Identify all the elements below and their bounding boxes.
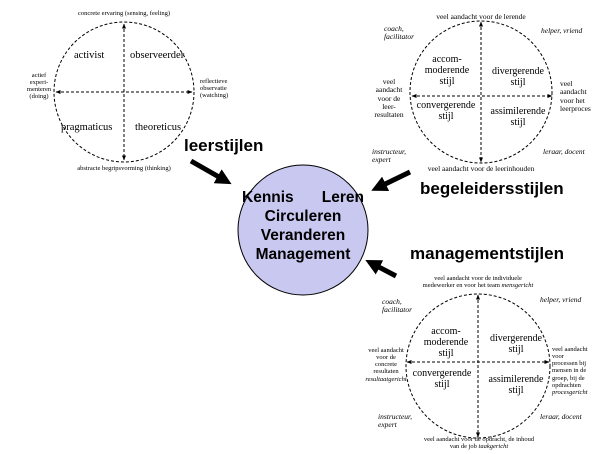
- management-bottom-emphasis: taakgericht: [478, 443, 509, 451]
- management-right-text: veel aandacht voor processen bij mensen …: [552, 346, 588, 389]
- coaching-styles-diagram: [409, 20, 553, 164]
- center-circle: [237, 164, 369, 296]
- management-corner-helper: helper, vriend: [540, 295, 582, 304]
- management-quadrant-diverging: divergerende stijl: [489, 333, 542, 355]
- management-corner-instructor: instructeur, expert: [378, 412, 412, 430]
- coaching-corner-teacher: leraar, docent: [543, 147, 585, 156]
- management-circle: [405, 293, 551, 439]
- management-bottom-label: veel aandacht voor de opdracht, de inhou…: [408, 436, 550, 450]
- learning-quadrant-observer: observeerder: [130, 50, 185, 61]
- caption-coaching-styles: begeleidersstijlen: [420, 179, 564, 198]
- coaching-quadrant-assimilating: assimilerende stijl: [490, 106, 546, 128]
- arrow-coaching-to-center: [371, 169, 412, 192]
- management-corner-teacher: leraar, docent: [540, 412, 582, 421]
- management-quadrant-assimilating: assimilerende stijl: [488, 374, 544, 396]
- coaching-left-label: veel aandacht voor de leer- resultaten: [374, 77, 404, 119]
- management-quadrant-accommodating: accom- moderende stijl: [423, 326, 469, 359]
- center-word-circuleren: Circuleren: [264, 208, 342, 225]
- coaching-right-label: veel aandacht voor het leerproces: [560, 79, 591, 113]
- management-left-label: veel aandacht voor de concrete resultate…: [364, 347, 408, 383]
- coaching-corner-coach: coach, facilitator: [384, 24, 414, 42]
- management-quadrant-converging: convergerende stijl: [412, 368, 472, 390]
- learning-quadrant-theorist: theoreticus: [135, 122, 182, 133]
- coaching-top-label: veel aandacht voor de lerende: [436, 12, 526, 21]
- management-top-label: veel aandacht voor de individuele medewe…: [410, 275, 546, 289]
- arrow-management-to-center: [365, 260, 398, 279]
- caption-learning-styles: leerstijlen: [184, 136, 264, 155]
- management-styles-diagram: [405, 293, 551, 439]
- coaching-quadrant-converging: convergerende stijl: [416, 100, 476, 122]
- center-word-kennis: Kennis: [242, 189, 294, 206]
- learning-left-label: actief experi- menteren (doing): [26, 72, 52, 101]
- management-left-text: veel aandacht voor de concrete resultate…: [368, 347, 404, 376]
- learning-quadrant-activist: activist: [74, 50, 105, 61]
- management-top-text: veel aandacht voor de individuele medewe…: [422, 275, 522, 290]
- coaching-corner-helper: helper, vriend: [541, 26, 583, 35]
- management-left-emphasis: resultaatgericht: [365, 375, 407, 383]
- learning-circle: [53, 21, 195, 163]
- learning-quadrant-pragmatist: pragmaticus: [61, 122, 113, 133]
- coaching-quadrant-accommodating: accom- moderende stijl: [424, 54, 470, 87]
- management-right-emphasis: procesgericht: [552, 388, 588, 396]
- coaching-corner-instructor: instructeur, expert: [372, 147, 406, 165]
- learning-styles-diagram: [53, 21, 195, 163]
- coaching-quadrant-diverging: divergerende stijl: [491, 66, 544, 88]
- caption-management-styles: managementstijlen: [410, 244, 564, 263]
- management-corner-coach: coach, facilitator: [382, 297, 412, 315]
- center-text: Kennis Leren Circuleren Veranderen Manag…: [238, 188, 368, 264]
- learning-top-label: concrete ervaring (sensing, feeling): [77, 10, 171, 17]
- learning-bottom-label: abstracte begripsvorming (thinking): [77, 165, 171, 172]
- management-top-emphasis: mensgericht: [501, 282, 534, 290]
- center-word-management: Management: [255, 246, 351, 263]
- coaching-circle: [409, 20, 553, 164]
- management-right-label: veel aandacht voor processen bij mensen …: [552, 346, 588, 396]
- arrow-learning-to-center: [189, 158, 232, 185]
- coaching-bottom-label: veel aandacht voor de leerinhouden: [427, 164, 535, 173]
- center-word-veranderen: Veranderen: [260, 227, 346, 244]
- center-word-leren: Leren: [321, 189, 364, 206]
- learning-right-label: reflectieve observatie (watching): [200, 78, 229, 100]
- management-bottom-text: veel aandacht voor de opdracht, de inhou…: [423, 436, 535, 451]
